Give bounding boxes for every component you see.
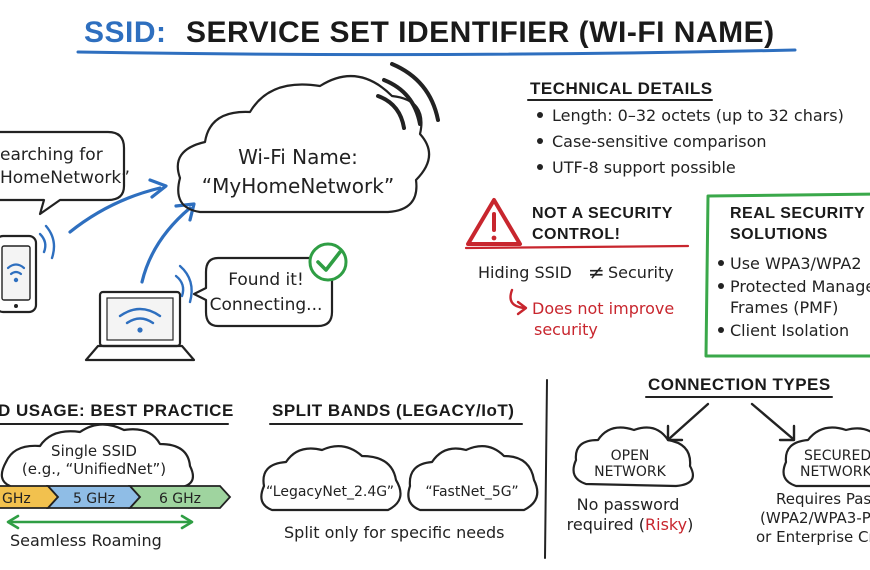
broadcast-waves-icon	[376, 62, 440, 130]
real-security-heading-line1: REAL SECURITY	[730, 205, 865, 222]
roaming-label: Seamless Roaming	[10, 531, 162, 550]
open-desc-line1: No password	[577, 495, 680, 514]
arrow-phone-to-cloud	[68, 186, 162, 234]
split-heading: SPLIT BANDS (LEGACY/IoT)	[272, 401, 514, 420]
title-prefix: SSID:	[84, 16, 167, 49]
searching-bubble: earching for HomeNetwork”	[0, 130, 130, 216]
split-caption: Split only for specific needs	[284, 523, 504, 542]
note-line1: Does not improve	[532, 299, 674, 318]
secured-line1: SECURED	[804, 448, 870, 464]
real-security-heading-line2: SOLUTIONS	[730, 226, 828, 243]
risky-label: Risky	[645, 515, 687, 534]
section-divider	[544, 379, 548, 559]
secured-desc-line2: (WPA2/WPA3-P	[760, 509, 870, 527]
open-desc-line2: required (Risky)	[567, 515, 694, 534]
band-label-5ghz: 5 GHz	[73, 491, 115, 507]
open-network-cloud	[572, 426, 694, 488]
not-security-heading-line2: CONTROL!	[532, 226, 620, 243]
title-main: SERVICE SET IDENTIFIER (WI-FI NAME)	[186, 16, 775, 49]
green-box	[704, 192, 870, 358]
solution-pmf-line2: Frames (PMF)	[730, 298, 838, 317]
technical-item-length: Length: 0–32 octets (up to 32 chars)	[552, 106, 844, 125]
hiding-ssid-label: Hiding SSID	[478, 263, 572, 282]
technical-details: TECHNICAL DETAILS Length: 0–32 octets (u…	[527, 79, 844, 177]
title-underline	[76, 48, 797, 57]
band-6ghz	[127, 485, 232, 509]
speech-bubble-shape	[0, 130, 126, 216]
note-line2: security	[534, 320, 598, 339]
open-line1: OPEN	[611, 448, 650, 464]
solution-pmf-line1: Protected Manage	[730, 277, 870, 296]
real-security-solutions: REAL SECURITY SOLUTIONS Use WPA3/WPA2 Pr…	[704, 192, 870, 358]
not-security-control: NOT A SECURITY CONTROL! Hiding SSID ≠ Se…	[464, 198, 690, 339]
cloud-line1: Wi-Fi Name:	[238, 145, 358, 169]
curved-arrow-icon	[509, 288, 526, 310]
searching-line1: earching for	[0, 145, 103, 165]
band-strip: GHz 5 GHz 6 GHz	[0, 485, 232, 509]
band-label-2ghz: GHz	[2, 491, 31, 507]
check-circle-icon	[308, 242, 348, 282]
secured-line2: NETWORK	[800, 464, 870, 480]
not-security-heading-line1: NOT A SECURITY	[532, 205, 673, 222]
solution-isolation: Client Isolation	[730, 321, 849, 340]
secured-network-cloud	[782, 426, 870, 488]
searching-line2: HomeNetwork”	[0, 168, 130, 188]
usage-heading: D USAGE: BEST PRACTICE	[0, 401, 234, 420]
band-label-6ghz: 6 GHz	[159, 491, 201, 507]
wifi-name-cloud: Wi-Fi Name: “MyHomeNetwork”	[176, 74, 431, 214]
single-ssid-cloud	[0, 423, 194, 490]
single-ssid-line2: (e.g., “UnifiedNet”)	[22, 460, 166, 478]
split-bands: SPLIT BANDS (LEGACY/IoT) “LegacyNet_2.4G…	[260, 401, 539, 542]
phone-signal-icon	[38, 224, 56, 260]
cloud-line2: “MyHomeNetwork”	[202, 174, 394, 198]
secured-desc-line1: Requires Pass	[776, 490, 870, 508]
arrow-head	[148, 178, 168, 199]
usage-best-practice: D USAGE: BEST PRACTICE Single SSID (e.g.…	[0, 401, 234, 550]
arrow-to-secured	[750, 402, 794, 440]
secured-desc-line3: or Enterprise Cre	[756, 528, 870, 546]
open-line2: NETWORK	[594, 464, 666, 480]
single-ssid-line1: Single SSID	[51, 442, 137, 460]
laptop-signal-icon	[174, 264, 193, 304]
found-line2: Connecting...	[210, 295, 323, 315]
arrow-head	[174, 202, 196, 222]
connection-heading: CONNECTION TYPES	[648, 375, 831, 394]
security-label: Security	[608, 263, 674, 282]
connection-types: CONNECTION TYPES OPEN NETWORK No passwor…	[567, 375, 870, 546]
smartphone-icon	[0, 234, 38, 314]
solution-wpa: Use WPA3/WPA2	[730, 254, 862, 273]
laptop-icon	[84, 290, 196, 362]
arrow-laptop-to-cloud	[140, 206, 192, 284]
technical-item-utf8: UTF-8 support possible	[552, 158, 736, 177]
title: SSID: SERVICE SET IDENTIFIER (WI-FI NAME…	[76, 16, 797, 57]
technical-heading: TECHNICAL DETAILS	[530, 79, 713, 98]
fastnet-cloud	[407, 445, 539, 512]
fastnet-cloud-label: “FastNet_5G”	[425, 484, 518, 500]
not-equal-symbol: ≠	[588, 260, 605, 284]
found-line1: Found it!	[228, 270, 304, 290]
technical-item-case: Case-sensitive comparison	[552, 132, 767, 151]
legacy-cloud-label: “LegacyNet_2.4G”	[266, 484, 394, 500]
warning-triangle-icon	[466, 198, 522, 246]
legacy-cloud	[260, 445, 402, 512]
arrow-to-open	[668, 402, 710, 440]
